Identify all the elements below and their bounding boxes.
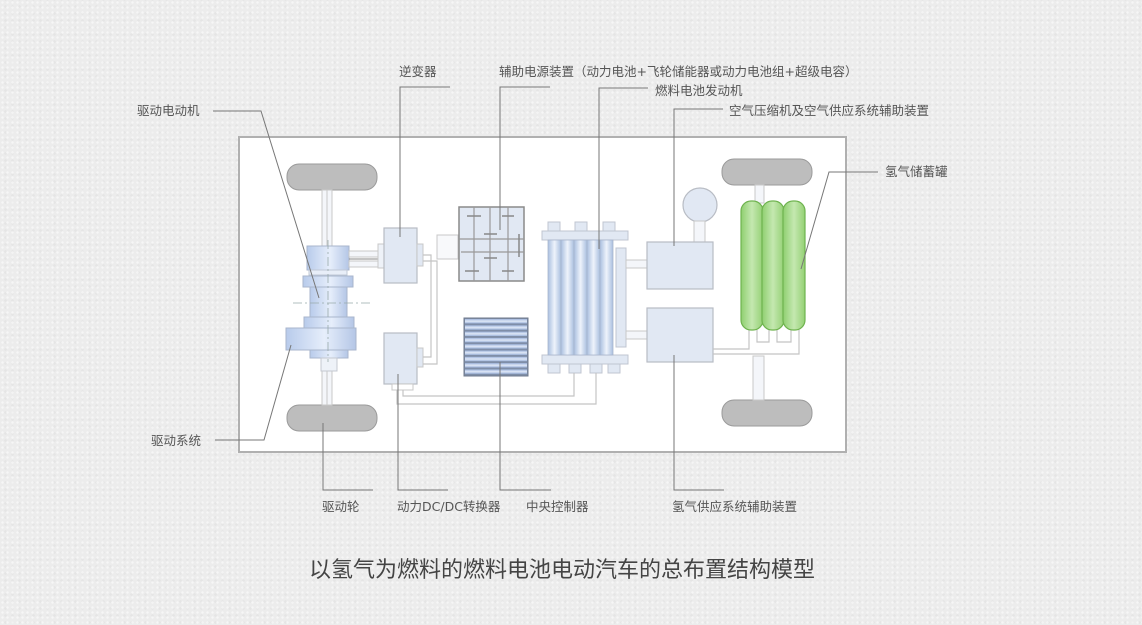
central-controller xyxy=(463,317,529,377)
fuel-cell-tube xyxy=(586,239,601,356)
rear-right-tire xyxy=(721,399,813,427)
leader-drive-motor xyxy=(213,110,320,299)
h2-supply-system xyxy=(646,307,714,363)
leader-controller xyxy=(499,362,551,491)
auxiliary-power-unit xyxy=(458,206,525,282)
air-compressor-pump xyxy=(682,187,718,223)
leader-dcdc xyxy=(397,374,448,491)
h2-tank-3 xyxy=(782,200,806,331)
diagram-title: 以氢气为燃料的燃料电池电动汽车的总布置结构模型 xyxy=(309,558,815,583)
fuel-cell-tube xyxy=(599,239,614,356)
motor-inverter-cable-1 xyxy=(348,250,379,258)
fuel-cell-stack xyxy=(541,221,629,374)
drive-motor-assembly xyxy=(285,240,370,372)
air-supply-system xyxy=(646,241,714,290)
dcdc-converter xyxy=(383,332,418,385)
label-fuel-cell: 燃料电池发动机 xyxy=(655,83,743,98)
leader-h2-supply xyxy=(673,355,724,491)
controller-stripe xyxy=(465,356,527,362)
label-h2-supply: 氢气供应系统辅助装置 xyxy=(672,499,797,514)
leader-drive-wheel xyxy=(322,423,373,491)
leader-drive-system xyxy=(215,344,292,441)
controller-stripe xyxy=(465,363,527,368)
label-controller: 中央控制器 xyxy=(526,499,589,514)
fc-h2-pipe xyxy=(625,330,648,340)
fc-air-pipe xyxy=(625,259,648,269)
rear-left-tire xyxy=(721,158,813,186)
inverter xyxy=(383,227,418,284)
drive-system-gearbox xyxy=(285,327,357,351)
aux-power-connector xyxy=(436,234,459,260)
controller-stripe xyxy=(465,369,527,374)
hydrogen-tanks xyxy=(740,200,806,331)
label-inverter: 逆变器 xyxy=(399,64,437,79)
controller-stripe xyxy=(465,344,527,349)
leader-fuel-cell xyxy=(598,87,648,249)
label-drive-motor: 驱动电动机 xyxy=(137,103,200,118)
leader-inverter xyxy=(399,86,450,237)
label-aux-power: 辅助电源装置（动力电池+飞轮储能器或动力电池组+超级电容） xyxy=(499,64,857,79)
controller-stripe xyxy=(465,331,527,336)
fuel-cell-tube xyxy=(560,239,575,356)
controller-stripe xyxy=(465,319,527,324)
controller-stripe xyxy=(465,337,527,343)
front-left-tire xyxy=(286,163,378,191)
leader-h2-tank xyxy=(800,171,878,270)
label-drive-wheel: 驱动轮 xyxy=(322,499,360,514)
fuel-cell-tube xyxy=(573,239,588,356)
label-h2-tank: 氢气储蓄罐 xyxy=(885,164,948,179)
h2-tank-1 xyxy=(740,200,764,331)
leader-air-compressor xyxy=(673,108,723,246)
controller-stripe xyxy=(465,325,527,330)
leader-aux-power xyxy=(499,86,550,230)
label-drive-system: 驱动系统 xyxy=(151,433,201,448)
label-dcdc: 动力DC/DC转换器 xyxy=(397,499,501,514)
front-right-tire xyxy=(286,404,378,432)
fuel-cell-tube xyxy=(547,239,562,356)
controller-stripe xyxy=(465,350,527,355)
h2-tank-2 xyxy=(761,200,785,331)
motor-inverter-cable-2 xyxy=(348,260,379,268)
label-air-compressor: 空气压缩机及空气供应系统辅助装置 xyxy=(729,103,929,118)
